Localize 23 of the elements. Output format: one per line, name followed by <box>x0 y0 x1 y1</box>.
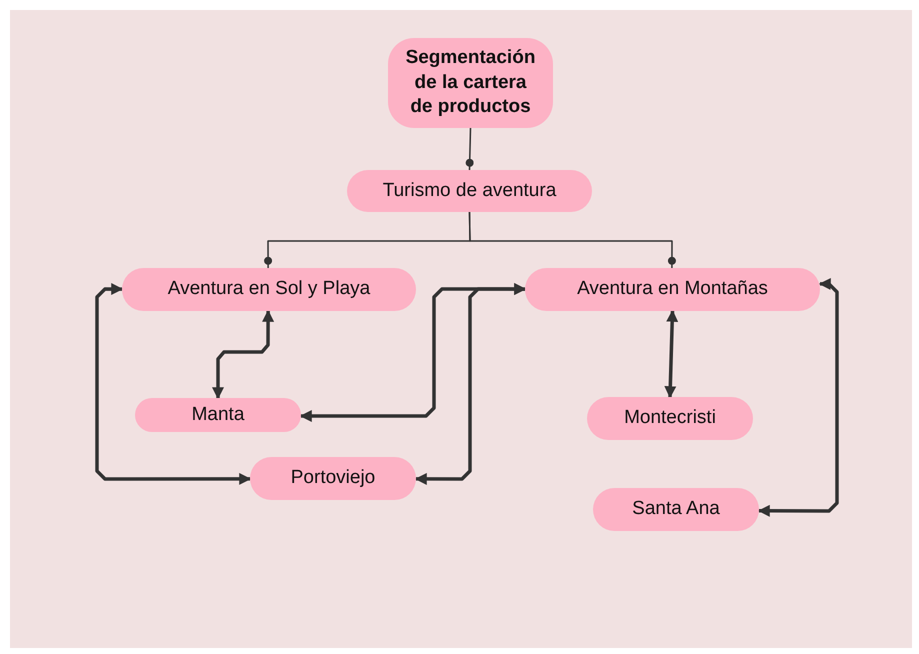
node-label: Portoviejo <box>290 466 376 490</box>
topic-box <box>122 268 416 311</box>
arrow <box>758 278 839 517</box>
arrow <box>95 283 252 485</box>
node-label: Aventura en Montañas <box>577 277 768 302</box>
arrow <box>212 310 274 400</box>
topic-box <box>593 488 759 531</box>
node-label: Santa Ana <box>632 497 720 522</box>
topic-box <box>587 397 753 440</box>
topic-box <box>347 170 592 212</box>
connector-line <box>468 212 676 268</box>
node-label: Montecristi <box>624 406 716 430</box>
arrow <box>414 283 526 485</box>
node-label: Manta <box>192 402 244 427</box>
node-label: Turismo de aventura <box>382 178 556 203</box>
topic-box <box>525 268 820 311</box>
title-box <box>388 38 553 128</box>
node-label: Aventura en Sol y Playa <box>168 277 370 302</box>
node-label: Segmentación de la cartera de productos <box>404 46 536 120</box>
topic-box <box>135 398 301 432</box>
connector-line <box>466 128 474 170</box>
topic-box <box>250 457 416 500</box>
arrow <box>664 310 678 398</box>
